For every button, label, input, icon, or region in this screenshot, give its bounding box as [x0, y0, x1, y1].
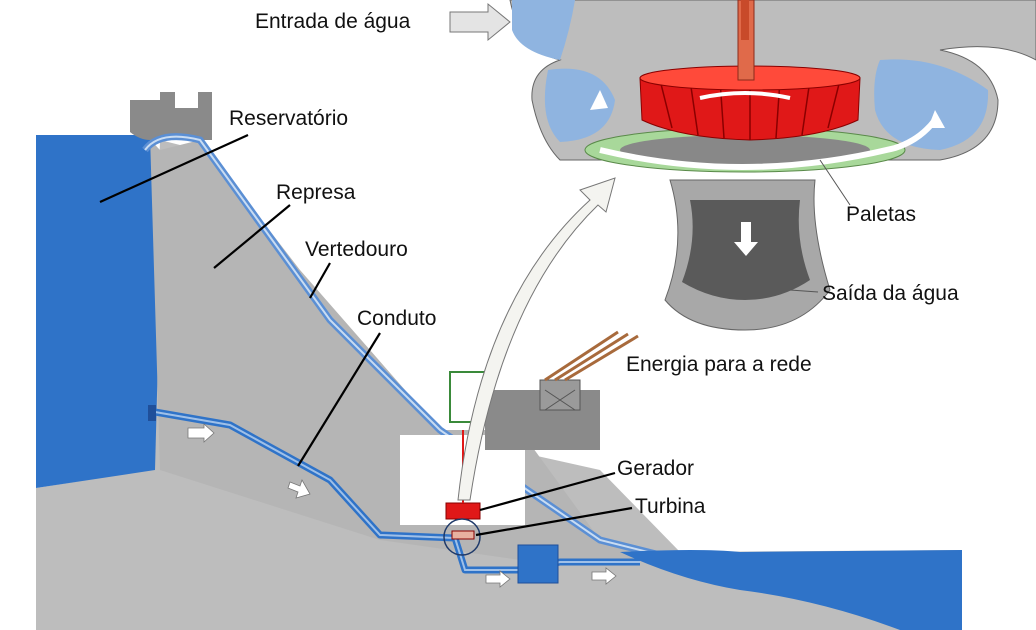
label-reservoir: Reservatório	[229, 108, 348, 129]
label-dam: Represa	[276, 182, 355, 203]
label-generator: Gerador	[617, 458, 694, 479]
label-turbine: Turbina	[635, 496, 705, 517]
dam-crest	[130, 92, 212, 140]
inlet-arrow	[450, 4, 510, 40]
turbine-unit	[452, 531, 474, 539]
label-spillway: Vertedouro	[305, 239, 408, 260]
generator-unit	[446, 503, 480, 519]
label-water-outlet: Saída da água	[822, 283, 959, 304]
label-water-inlet: Entrada de água	[255, 11, 410, 32]
intake-gate	[148, 405, 156, 421]
label-grid-energy: Energia para a rede	[626, 354, 812, 375]
label-blades: Paletas	[846, 204, 916, 225]
power-line-2	[555, 334, 628, 380]
label-penstock: Conduto	[357, 308, 436, 329]
transformer	[540, 380, 580, 410]
draft-box	[518, 545, 558, 583]
reservoir-water	[36, 135, 162, 488]
leader-spillway	[310, 263, 330, 298]
